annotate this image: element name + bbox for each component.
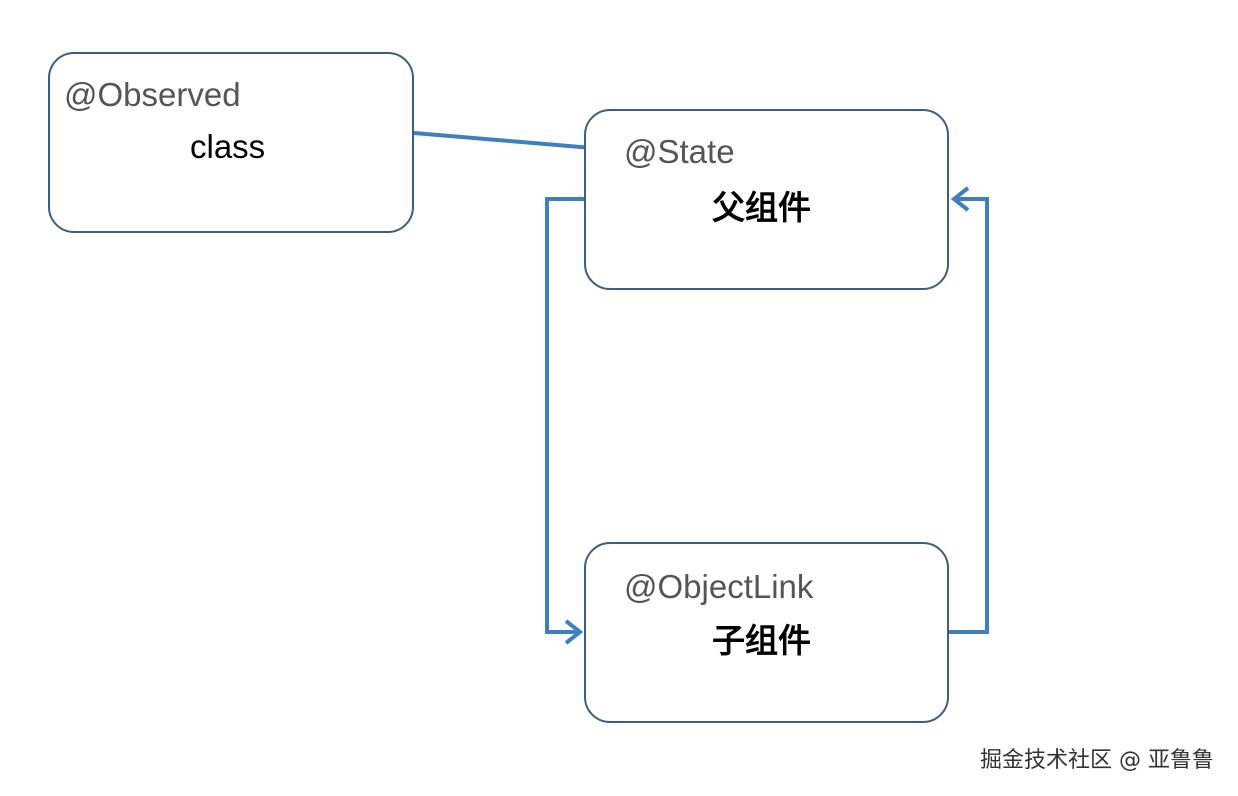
observed-class-label: class xyxy=(190,128,266,165)
state-parent-label: 父组件 xyxy=(712,188,811,227)
watermark: 掘金技术社区 @ 亚鲁鲁 xyxy=(980,748,1214,773)
observed-decorator: @Observed xyxy=(64,76,241,113)
observed-class-node: @Observed class xyxy=(48,52,414,233)
objectlink-child-label: 子组件 xyxy=(712,621,811,660)
state-decorator: @State xyxy=(624,133,735,170)
arrowhead-objectlink-to-state xyxy=(950,186,970,212)
objectlink-child-node: @ObjectLink 子组件 xyxy=(584,542,949,723)
objectlink-decorator: @ObjectLink xyxy=(624,568,814,605)
state-parent-node: @State 父组件 xyxy=(584,109,949,290)
edge-state-to-objectlink xyxy=(545,197,584,634)
edge-objectlink-to-state xyxy=(949,197,989,634)
arrowhead-state-to-objectlink xyxy=(564,619,584,645)
